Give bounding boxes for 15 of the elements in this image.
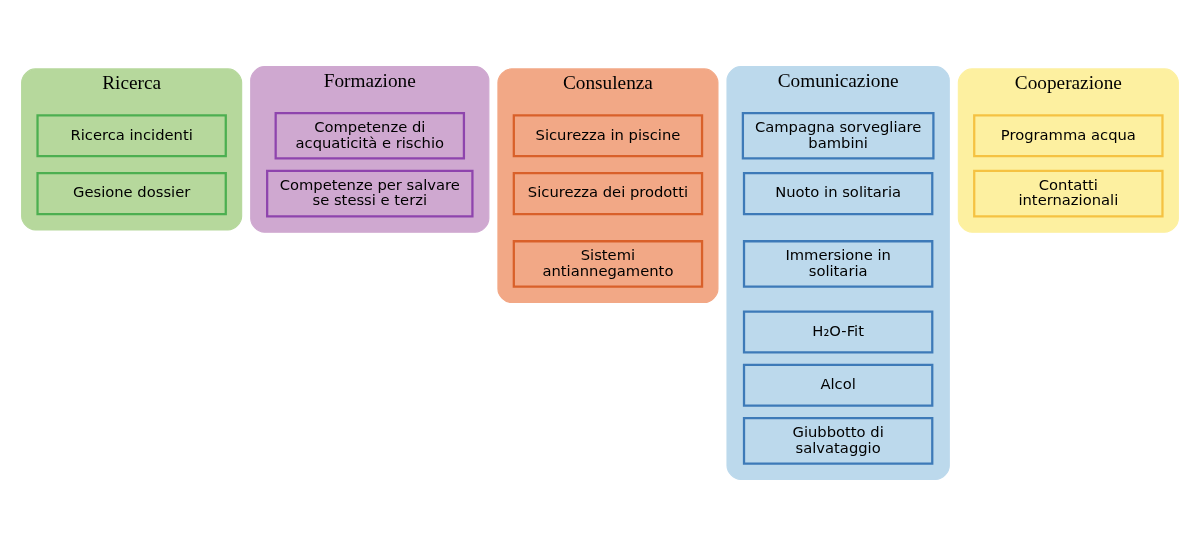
node-box: Alcol — [742, 363, 934, 407]
node-box: Campagna sorvegliare bambini — [741, 111, 935, 160]
node-box: Programma acqua — [973, 113, 1164, 157]
node-box: Competenze per salvare se stessi e terzi — [266, 169, 474, 217]
node-box: Ricerca incidenti — [36, 113, 227, 157]
node-box: Contatti internazionali — [973, 169, 1164, 217]
node-box: Competenze di acquaticità e rischio — [274, 111, 466, 160]
node-box: H₂O-Fit — [742, 309, 934, 353]
node-box: Sicurezza dei prodotti — [512, 171, 704, 215]
node-box: Giubbotto di salvataggio — [742, 416, 934, 465]
node-box: Sistemi antiannegamento — [512, 239, 704, 288]
node-box: Nuoto in solitaria — [742, 171, 934, 215]
node-box: Sicurezza in piscine — [512, 113, 704, 157]
node-box: Immersione in solitaria — [742, 239, 934, 288]
node-box: Gesione dossier — [36, 171, 227, 215]
